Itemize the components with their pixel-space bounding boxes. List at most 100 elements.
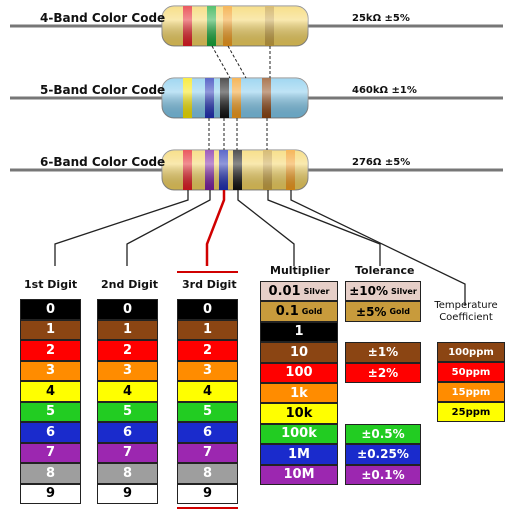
digit3-cell-0-label: 0 [202,301,213,317]
digit3-cell-2-label: 2 [202,342,213,358]
temperature-cell: 50ppm [437,362,505,382]
leader-line [126,190,211,266]
multiplier-cell: 1 [260,321,338,343]
multiplier-cell-material: Silver [303,286,330,296]
multiplier-cell: 100k [260,423,338,445]
multiplier-cell-label: 10k [285,406,313,422]
multiplier-cell: 100 [260,362,338,383]
resistor-value-label: 460kΩ ±1% [352,85,417,96]
digit2-cell-8-label: 8 [122,465,133,481]
temperature-cell: 25ppm [437,402,505,422]
digit3-cell-1: 1 [177,319,238,340]
tolerance-cell-label: ±5% [356,304,387,319]
multiplier-cell: 1M [260,444,338,465]
digit1-cell-9-label: 9 [45,486,56,502]
digit2-cell-6-label: 6 [122,424,133,440]
digit2-cell-2: 2 [97,340,158,361]
tolerance-cell: ±0.1% [345,464,421,485]
digit2-cell-6: 6 [97,422,158,443]
digit2-cell-0-label: 0 [122,301,133,317]
digit1-cell-4: 4 [20,381,81,402]
digit1-cell-0-label: 0 [45,301,56,317]
tolerance-cell-label: ±2% [367,365,399,380]
digit3-cell-9-label: 9 [202,486,213,502]
body-shading [162,6,308,46]
digit2-cell-1: 1 [97,319,158,340]
digit2-cell-0: 0 [97,299,158,320]
digit1-cell-6-label: 6 [45,424,56,440]
resistor-value-label: 25kΩ ±5% [352,13,410,24]
digit1-cell-2: 2 [20,340,81,361]
resistor-type-label: 5-Band Color Code [40,83,166,97]
multiplier-header: Multiplier [270,264,330,277]
digit3-cell-6: 6 [177,422,238,443]
digit3-cell-5-label: 5 [202,404,213,420]
digit1-cell-3-label: 3 [45,363,56,379]
digit1-cell-2-label: 2 [45,342,56,358]
temperature-cell: 100ppm [437,342,505,362]
resistor-value-label: 276Ω ±5% [352,157,411,168]
digit3-cell-7: 7 [177,442,238,463]
digit3-cell-1-label: 1 [202,322,213,338]
body-shading [162,150,308,190]
third-digit-header: 3rd Digit [182,278,237,291]
digit1-cell-7-label: 7 [45,445,56,461]
tolerance-cell-material: Silver [390,286,417,296]
tolerance-cell: ±0.5% [345,423,421,445]
leader-line [290,190,466,306]
multiplier-cell-label: 0.01 [268,283,301,299]
digit1-cell-1: 1 [20,319,81,340]
digit3-cell-2: 2 [177,340,238,361]
multiplier-cell-material: Gold [301,307,323,317]
temperature-header: Temperature Coefficient [434,300,498,323]
digit2-cell-7: 7 [97,442,158,463]
temperature-cell: 15ppm [437,382,505,402]
multiplier-cell-label: 100k [281,426,317,442]
digit1-cell-8: 8 [20,463,81,484]
multiplier-cell-label: 10 [289,344,309,360]
resistor-type-label: 4-Band Color Code [40,11,166,25]
tolerance-cell: ±10%Silver [345,281,421,302]
multiplier-cell: 10M [260,464,338,485]
multiplier-cell-label: 0.1 [275,304,299,320]
multiplier-cell: 10 [260,342,338,363]
tolerance-cell: ±0.25% [345,444,421,465]
multiplier-cell-label: 10M [283,467,315,483]
digit2-cell-9: 9 [97,483,158,504]
digit2-cell-3: 3 [97,360,158,381]
tolerance-cell: ±5%Gold [345,301,421,322]
multiplier-cell-label: 1 [294,324,304,340]
digit1-cell-5: 5 [20,401,81,422]
digit3-cell-7-label: 7 [202,445,213,461]
digit1-cell-8-label: 8 [45,465,56,481]
temperature-cell-label: 100ppm [448,346,494,358]
digit1-cell-5-label: 5 [45,404,56,420]
digit1-cell-6: 6 [20,422,81,443]
multiplier-cell: 1k [260,383,338,404]
digit3-cell-0: 0 [177,299,238,320]
band-alignment-line [227,45,247,79]
digit2-cell-1-label: 1 [122,322,133,338]
resistor-1 [10,5,503,47]
digit1-cell-0: 0 [20,299,81,320]
tolerance-cell-label: ±0.5% [361,426,405,441]
digit3-cell-4: 4 [177,381,238,402]
tolerance-cell-label: ±0.25% [357,447,409,462]
multiplier-cell-label: 100 [285,365,313,381]
digit1-cell-9: 9 [20,483,81,504]
leader-line [267,190,381,266]
second-digit-header: 2nd Digit [101,278,158,291]
digit3-cell-9: 9 [177,483,238,504]
body-shading [162,78,308,118]
digit1-cell-1-label: 1 [45,322,56,338]
digit2-cell-8: 8 [97,463,158,484]
multiplier-cell-label: 1k [290,385,308,401]
tolerance-cell-label: ±1% [367,345,399,360]
digit3-cell-8: 8 [177,463,238,484]
tolerance-cell-label: ±10% [349,284,388,299]
temperature-cell-label: 50ppm [451,366,491,378]
